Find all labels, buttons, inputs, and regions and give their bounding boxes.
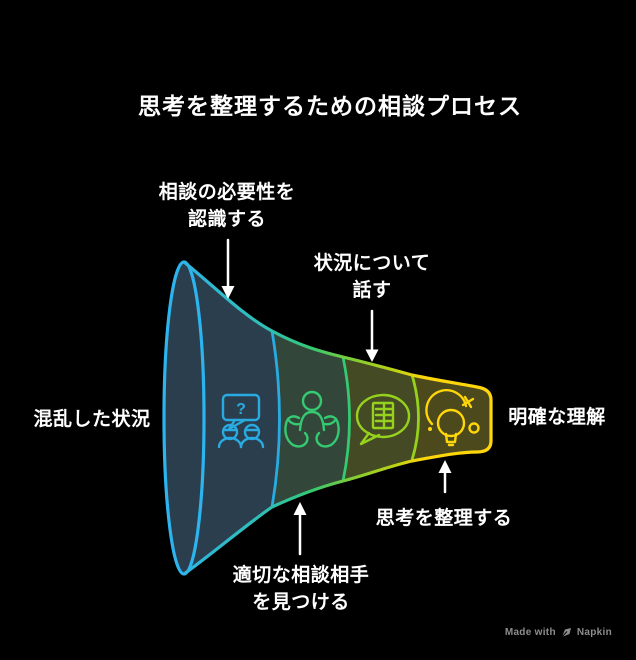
output-label: 明確な理解 xyxy=(508,407,606,428)
stage2-label: 適切な相談相手 を見つける xyxy=(233,562,370,616)
stage1-label: 相談の必要性を 認識する xyxy=(159,179,296,233)
open-hands-person-icon xyxy=(284,390,340,448)
napkin-pen-icon xyxy=(561,628,571,638)
question-mark-glyph: ? xyxy=(236,401,246,418)
funnel-divider-1 xyxy=(270,330,281,508)
stage2-label-line1: 適切な相談相手 xyxy=(232,565,370,586)
funnel-mouth-ellipse xyxy=(162,260,206,576)
stage4-label: 思考を整理する xyxy=(375,508,513,529)
stage2-label-line2: を見つける xyxy=(252,592,350,613)
arrow-up-stage4-icon xyxy=(438,460,452,494)
watermark-brand: Napkin xyxy=(576,627,612,638)
funnel-outline xyxy=(183,260,493,576)
input-label: 混乱した状況 xyxy=(33,409,151,430)
arrow-down-stage3-icon xyxy=(365,309,379,362)
arrow-down-stage1-icon xyxy=(221,238,235,299)
stage3-label-line1: 状況について xyxy=(313,253,431,274)
funnel-segment-2 xyxy=(272,331,350,507)
stage1-label-line2: 認識する xyxy=(187,209,267,230)
funnel-divider-2 xyxy=(341,356,351,482)
stage3-label: 状況について 話す xyxy=(314,250,430,304)
lightbulb-idea-icon xyxy=(425,389,480,447)
watermark: Made with Napkin xyxy=(505,627,612,638)
diagram-title: 思考を整理するための相談プロセス xyxy=(138,93,522,119)
chat-question-people-icon: ? xyxy=(217,393,265,449)
funnel-segment-3 xyxy=(343,357,419,481)
watermark-made-with: Made with xyxy=(504,627,556,638)
speech-bubble-document-icon xyxy=(355,393,411,446)
arrow-up-stage2-icon xyxy=(293,502,307,556)
stage1-label-line1: 相談の必要性を xyxy=(158,182,296,203)
stage3-label-line2: 話す xyxy=(352,280,392,301)
funnel-divider-3 xyxy=(410,374,420,461)
